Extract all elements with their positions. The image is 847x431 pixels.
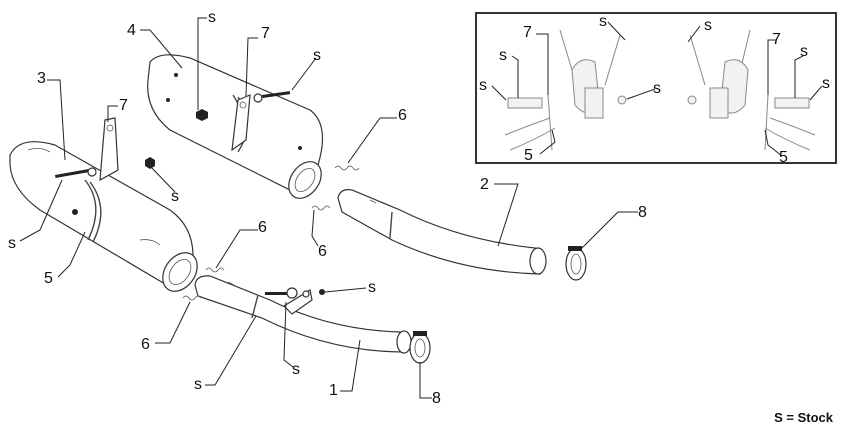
label-s-lower-nut: s [171,188,179,205]
label-6-mid: 6 [258,219,267,236]
label-s-pipe-band: s [194,376,202,393]
bolt-upper [196,91,291,121]
pipe-1 [194,275,412,354]
inset-label-5-right: 5 [779,149,788,166]
label-6-upper-spring: 6 [398,107,407,124]
clamp-8-lower [409,331,431,364]
inset-label-5-left: 5 [524,147,533,164]
bracket-7-lower [99,117,119,182]
inset-label-7-right: 7 [772,31,781,48]
label-s-pipe-bolt: s [292,361,300,378]
inset-label-s-left-1: s [499,47,507,64]
spring-6-lower [182,267,225,301]
inset-label-s-left-2: s [479,77,487,94]
label-7-upper: 7 [261,25,270,42]
label-2: 2 [480,176,489,193]
inset-label-7-left: 7 [523,24,532,41]
detail-inset [475,12,837,164]
bracket-7-upper [231,94,251,152]
inset-label-s-mid-left: s [599,13,607,30]
pipe-2 [337,189,547,275]
label-s-lower-bolt: s [8,235,16,252]
stock-legend: S = Stock [774,410,833,425]
label-6-pipe2: 6 [318,243,327,260]
inset-label-s-right-2: s [822,75,830,92]
label-1: 1 [329,382,338,399]
inset-label-s-right-1: s [800,43,808,60]
label-4: 4 [127,22,136,39]
label-6-lower: 6 [141,336,150,353]
label-s-pipe-nut: s [368,279,376,296]
label-3: 3 [37,70,46,87]
label-s-upper-bolt: s [313,47,321,64]
label-8-lower: 8 [432,390,441,407]
label-5-muffler: 5 [44,270,53,287]
spring-6-upper [311,165,360,211]
part-labels: 3 4 s 7 7 s 6 2 s s 5 6 6 6 s s s 1 8 8 … [8,9,830,407]
bolt-lower [55,157,155,178]
label-s-top: s [208,9,216,26]
label-7-lower: 7 [119,97,128,114]
clamp-8-upper [565,246,587,281]
inset-label-s-mid-right: s [704,17,712,34]
pipe-bracket-lower [265,287,325,315]
leader-lines [19,17,638,399]
inset-label-s-center: s [653,80,661,97]
label-8-upper: 8 [638,204,647,221]
